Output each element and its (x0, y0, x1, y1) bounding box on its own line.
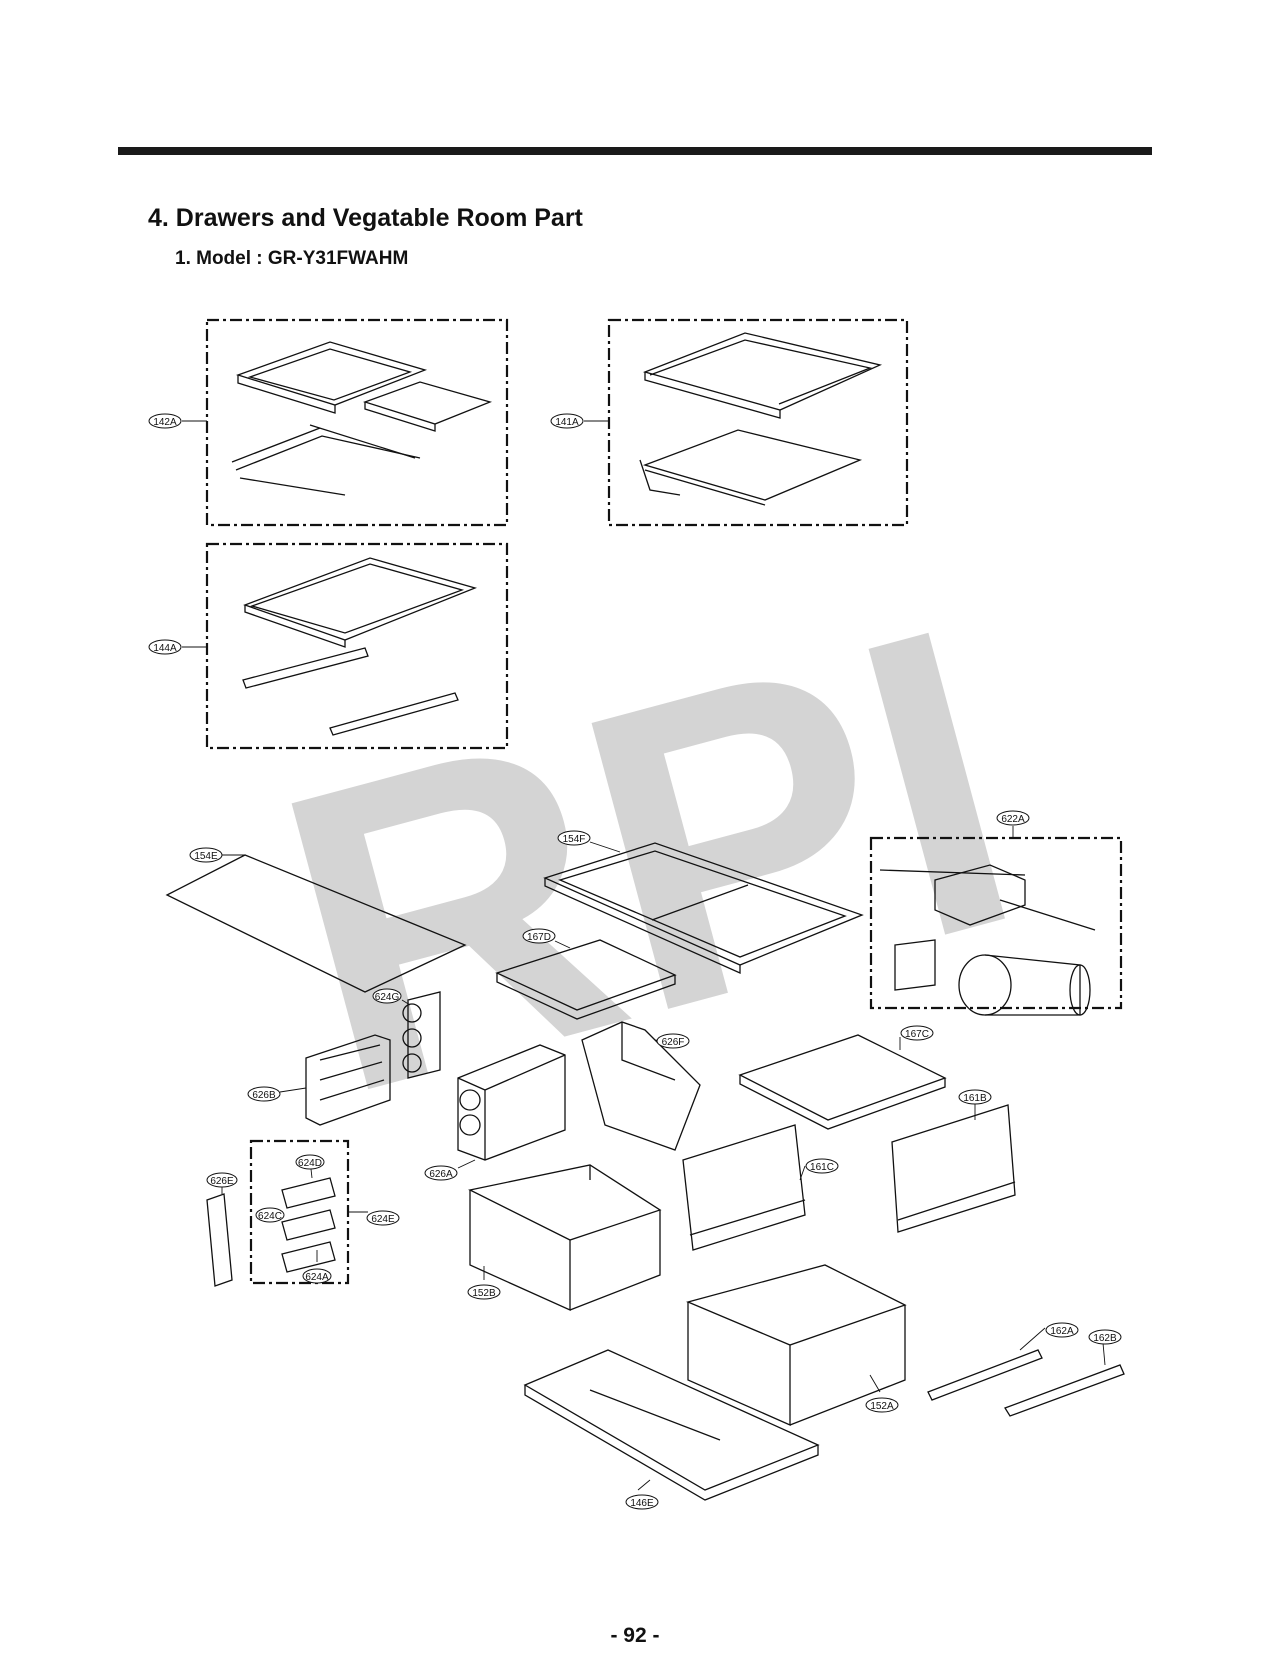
callout-162a (1045, 1322, 1079, 1338)
callout-626e (206, 1172, 238, 1188)
group-box-622a (869, 836, 1123, 1010)
group-box-142a (205, 318, 509, 527)
part-626e-strip (206, 1193, 233, 1287)
callout-144a-label: 144A (153, 643, 177, 654)
callout-142a-label: 142A (153, 417, 177, 428)
part-167d-cover (495, 939, 677, 1020)
callout-146e (625, 1494, 659, 1510)
model-subtitle: 1. Model : GR-Y31FWAHM (175, 248, 409, 269)
callout-162b (1088, 1329, 1122, 1345)
callout-624c-label: 624C (258, 1211, 282, 1222)
callout-624a-label: 624A (305, 1272, 329, 1283)
callout-626a (424, 1165, 458, 1181)
callout-146e-label: 146E (630, 1498, 654, 1509)
callout-161c (805, 1158, 839, 1174)
callout-624d-label: 624D (298, 1158, 322, 1169)
callout-142a (148, 413, 182, 429)
part-626f-duct (581, 1021, 701, 1151)
callout-624g-label: 624G (375, 992, 400, 1003)
callout-626f-label: 626F (662, 1037, 685, 1048)
part-154e-glass (165, 854, 467, 993)
callout-141a (550, 413, 584, 429)
callout-622a (996, 810, 1030, 826)
callout-161c-label: 161C (810, 1162, 834, 1173)
callout-167d (522, 928, 556, 944)
callout-154f-label: 154F (563, 834, 586, 845)
part-141a-shelf (639, 332, 883, 506)
part-161b-front (891, 1104, 1016, 1233)
callout-161b (958, 1089, 992, 1105)
group-box-141a (607, 318, 909, 527)
part-622a-assembly (879, 864, 1096, 1016)
part-626a-housing (457, 1044, 566, 1161)
page-number: - 92 - (610, 1624, 660, 1647)
callout-152a (865, 1397, 899, 1413)
callout-624e (366, 1210, 400, 1226)
header-rule (118, 147, 1152, 155)
callout-624e-label: 624E (371, 1214, 395, 1225)
part-152b-drawer (468, 1164, 662, 1312)
group-box-144a (205, 542, 509, 750)
callout-624a (302, 1268, 332, 1284)
part-154f-frame (543, 842, 864, 975)
callout-626e-label: 626E (210, 1176, 234, 1187)
part-142a-shelf (231, 341, 493, 496)
part-624g-housing (402, 991, 441, 1079)
callout-626f (656, 1033, 690, 1049)
callout-154f (557, 830, 591, 846)
callout-167c (900, 1025, 934, 1041)
callout-152b-label: 152B (472, 1288, 496, 1299)
part-167c-cover (738, 1034, 947, 1130)
part-152a-drawer (686, 1264, 907, 1426)
callout-167c-label: 167C (905, 1029, 929, 1040)
part-162a-rail (927, 1349, 1043, 1401)
callout-626b (247, 1086, 281, 1102)
callout-162b-label: 162B (1093, 1333, 1117, 1344)
callout-624g (372, 988, 402, 1004)
page-title: 4. Drawers and Vegatable Room Part (148, 204, 583, 232)
part-624-filters (281, 1177, 336, 1273)
callout-152b (467, 1284, 501, 1300)
callout-626a-label: 626A (429, 1169, 453, 1180)
callout-154e (189, 847, 223, 863)
part-161c-front (682, 1124, 806, 1251)
callout-624d (295, 1154, 325, 1170)
callout-624c (255, 1207, 285, 1223)
callout-622a-label: 622A (1001, 814, 1025, 825)
callout-162a-label: 162A (1050, 1326, 1074, 1337)
callout-626b-label: 626B (252, 1090, 276, 1101)
part-162b-rail (1004, 1364, 1125, 1417)
part-144a-shelf (242, 557, 478, 736)
part-146e-tray (523, 1349, 820, 1501)
callout-144a (148, 639, 182, 655)
callout-152a-label: 152A (870, 1401, 894, 1412)
callout-167d-label: 167D (527, 932, 551, 943)
callout-141a-label: 141A (555, 417, 579, 428)
callout-161b-label: 161B (963, 1093, 987, 1104)
part-626b-panel (305, 1034, 391, 1126)
callout-154e-label: 154E (194, 851, 218, 862)
